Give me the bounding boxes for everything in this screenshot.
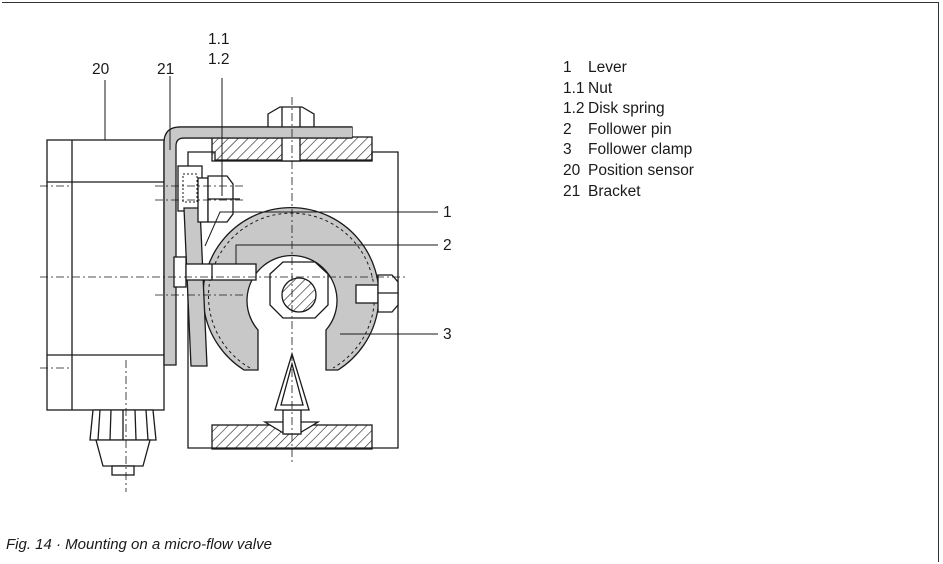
center-lines <box>40 97 408 492</box>
callout-1: 1 <box>443 204 452 221</box>
callout-2: 2 <box>443 237 452 254</box>
follower-clamp <box>202 207 399 371</box>
callout-3: 3 <box>443 326 452 343</box>
callout-20: 20 <box>92 61 110 78</box>
leader-lines <box>104 76 438 335</box>
follower-pin <box>173 256 257 288</box>
figure-caption: Fig. 14 · Mounting on a micro-flow valve <box>6 536 272 553</box>
callout-1-1: 1.1 <box>208 31 230 48</box>
callout-21: 21 <box>157 61 174 78</box>
position-sensor <box>46 139 165 476</box>
lever <box>183 175 240 367</box>
callout-1-2: 1.2 <box>208 51 230 68</box>
